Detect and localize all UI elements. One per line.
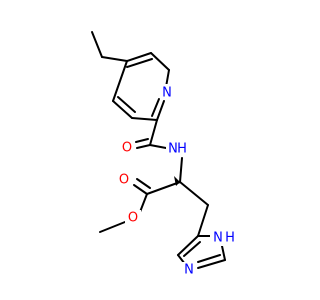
bond-amide-c-o-double [135,138,149,143]
stereo-wedge-bond [174,176,180,186]
bond-imidazole-c2-n-double [197,254,221,263]
bond-amide-c-o [136,144,151,149]
bond-imidazole-c5-c4 [177,235,199,256]
bond-calpha-ester-c [146,181,181,195]
bond-imidazole-nh-c2 [221,245,226,261]
atom-h-amide: H [177,142,187,157]
bonds-layer [91,31,226,269]
bond-pyridine-c4-c3 [126,52,152,62]
bond-amide-c-n [149,144,167,149]
bond-amide-c-ring [149,119,158,146]
atom-o-ester-carbonyl: O [119,173,129,188]
bond-pyridine-n-c6-double [151,98,160,117]
bond-ethyl-ch3 [91,31,103,58]
atom-o-amide: O [122,141,132,156]
bond-pyridine-n-c6 [156,100,165,121]
atom-labels-layer: N O N H O O N N H [116,84,238,278]
bond-pyridine-c5-c4 [112,100,133,119]
atom-h-imidazole: H [225,231,235,246]
bond-ester-c-o [139,193,148,213]
bond-pyridine-c3-c2 [150,52,170,71]
molecule-structure-diagram: N O N H O O N N H [91,31,238,278]
bond-ethyl-ch2 [101,56,128,62]
bond-cbeta-imidazole [197,204,209,237]
bond-pyridine-c4-c4a [112,60,128,102]
bond-pyridine-c5-c4-double [117,96,136,113]
atom-n-imidazole-nh: N [213,231,223,246]
atom-n-amide: N [168,142,178,157]
bond-n-calpha [179,157,183,183]
bond-o-methyl [99,221,126,233]
bond-imidazole-c5-c4-double [183,241,201,257]
atom-n-pyridine: N [162,86,172,101]
bond-imidazole-c2-n [197,259,226,269]
bond-pyridine-c6-c5 [131,117,158,121]
bond-pyridine-c3-c2-double [126,58,153,68]
bond-ester-c-o-carbonyl [133,184,148,195]
bond-calpha-cbeta [179,181,209,206]
bond-ester-c-o-carbonyl-double [136,178,151,189]
atom-n-imidazole-ring: N [184,263,194,278]
atom-o-ester: O [128,211,138,226]
